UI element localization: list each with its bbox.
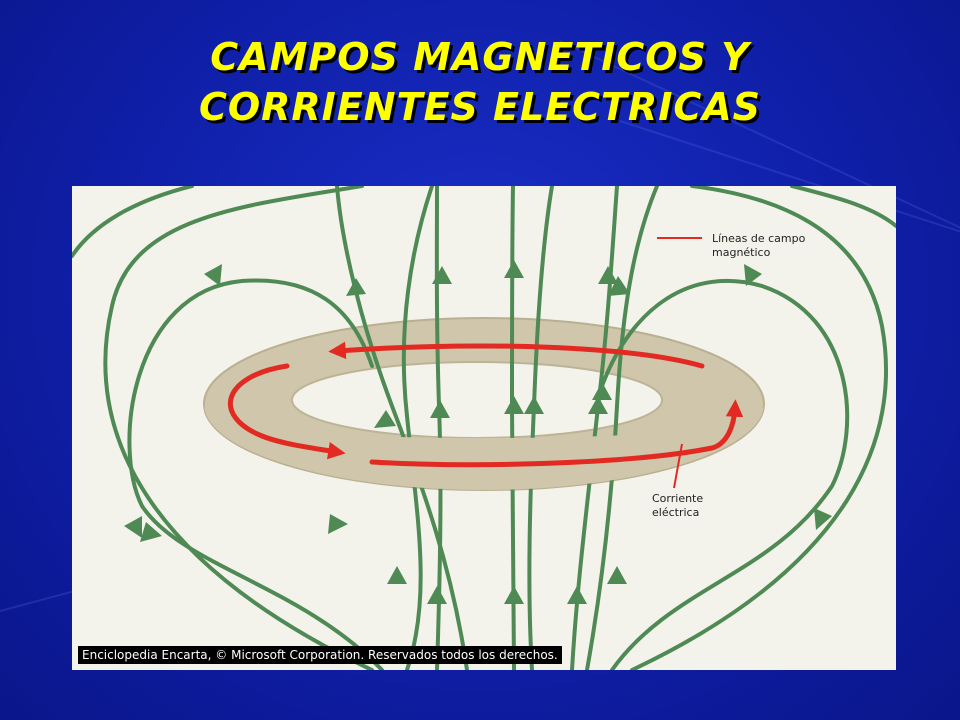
field-arrow: [140, 522, 162, 542]
field-line-far-right: [790, 186, 896, 228]
field-line-left-mid-1: [335, 186, 469, 670]
field-arrow: [430, 400, 450, 418]
current-arrow-left: [228, 363, 346, 460]
field-line-right-inner: [600, 278, 850, 670]
field-lines-label-1: Líneas de campo: [712, 232, 806, 245]
field-line-left-mid-2: [401, 186, 434, 670]
magnetic-field-diagram: Líneas de campo magnético Corriente eléc…: [72, 186, 896, 670]
current-arrow-top: [328, 341, 705, 369]
field-arrow: [524, 396, 544, 414]
field-line-left-inner: [127, 278, 384, 670]
slide-title: CAMPOS MAGNETICOS Y CORRIENTES ELECTRICA…: [0, 32, 960, 132]
field-arrow: [592, 382, 612, 400]
field-arrow: [387, 566, 407, 584]
field-lines-label-2: magnético: [712, 246, 771, 259]
magnetic-field-figure: Líneas de campo magnético Corriente eléc…: [72, 186, 896, 670]
title-line-1: CAMPOS MAGNETICOS Y: [210, 35, 750, 79]
current-label-leader: [673, 443, 683, 489]
title-line-2: CORRIENTES ELECTRICAS: [198, 85, 762, 129]
field-arrow: [124, 516, 142, 538]
current-label-2: eléctrica: [652, 506, 699, 519]
field-arrow: [814, 508, 832, 530]
field-line-far-left: [72, 186, 194, 258]
field-arrow: [204, 264, 222, 286]
copyright-credit: Enciclopedia Encarta, © Microsoft Corpor…: [78, 646, 562, 664]
field-line-left-outer: [103, 186, 374, 670]
field-arrow: [374, 410, 396, 428]
field-arrow: [567, 586, 587, 604]
field-arrow: [504, 260, 524, 278]
field-arrow: [346, 278, 366, 296]
field-arrow: [328, 514, 348, 534]
field-arrow: [607, 566, 627, 584]
field-arrow: [504, 396, 524, 414]
field-arrow: [432, 266, 452, 284]
field-arrow: [598, 266, 618, 284]
field-line-right-mid-2: [585, 186, 659, 670]
current-loop-ring-front: [204, 404, 764, 490]
current-label-1: Corriente: [652, 492, 703, 505]
field-arrow: [744, 264, 762, 286]
field-arrow: [608, 276, 630, 296]
field-arrow: [504, 586, 524, 604]
current-arrow-bottom: [369, 399, 744, 468]
field-arrow: [427, 586, 447, 604]
field-line-right-outer: [630, 186, 889, 670]
field-arrow: [588, 396, 608, 414]
